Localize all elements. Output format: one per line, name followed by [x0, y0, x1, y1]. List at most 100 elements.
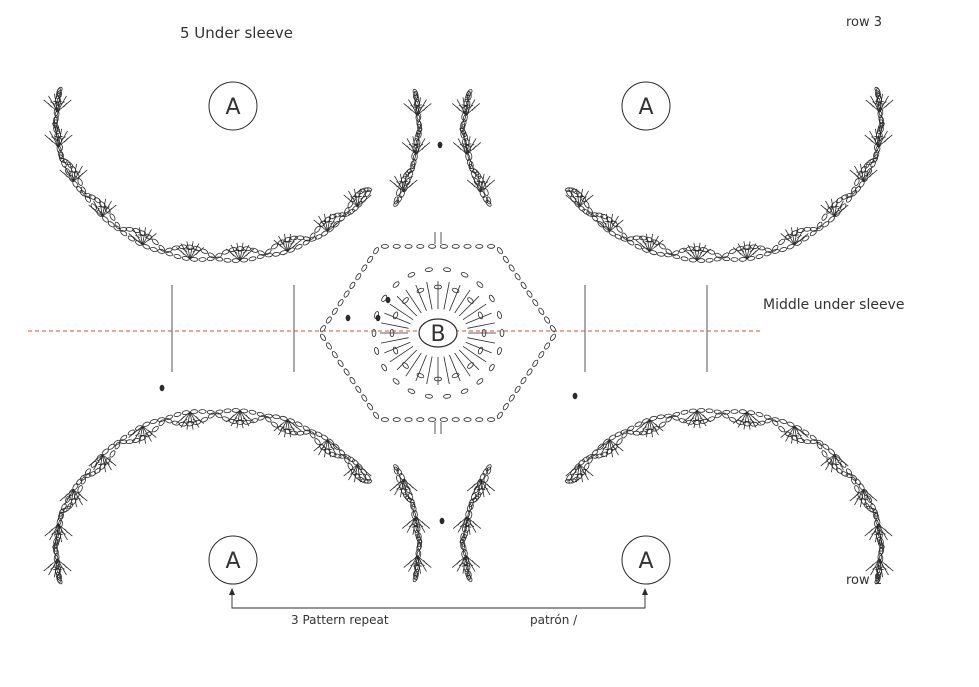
chain-stitch: [616, 225, 623, 233]
chain-stitch: [271, 243, 279, 250]
treble-tick: [320, 446, 325, 450]
chain-stitch: [157, 417, 166, 422]
chain-stitch: [583, 463, 590, 471]
treble-tick: [57, 135, 63, 138]
chain-stitch: [364, 478, 373, 484]
treble-stitch: [142, 227, 146, 246]
treble-tick: [326, 220, 332, 223]
treble-tick: [416, 104, 422, 107]
treble-stitch: [834, 454, 838, 473]
chain-stitch: [240, 257, 249, 263]
chain-stitch: [364, 474, 371, 482]
treble-tick: [599, 443, 604, 449]
chain-stitch: [828, 448, 835, 455]
chain-stitch: [786, 244, 795, 250]
chain-stitch: [816, 441, 823, 450]
treble-tick: [407, 106, 412, 111]
treble-stitch: [58, 524, 62, 543]
treble-tick: [868, 137, 873, 143]
chain-stitch: [402, 492, 409, 500]
chain-stitch: [223, 408, 232, 414]
treble-tick: [869, 102, 874, 108]
treble-tick: [56, 568, 62, 571]
treble-tick: [407, 560, 412, 565]
treble-stitch: [693, 410, 698, 429]
treble-stitch: [133, 425, 143, 442]
chain-stitch: [56, 575, 62, 583]
chain-stitch: [215, 409, 224, 415]
treble-stitch: [879, 93, 883, 112]
treble-tick: [330, 446, 335, 450]
chain-stitch: [349, 281, 356, 289]
treble-tick: [862, 498, 868, 501]
treble-stitch: [466, 516, 477, 533]
treble-tick: [486, 182, 491, 188]
chain-stitch: [84, 468, 91, 476]
chain-stitch: [564, 478, 573, 484]
treble-tick: [141, 234, 147, 237]
treble-tick: [72, 170, 78, 173]
treble-tick: [48, 528, 53, 534]
treble-tick: [869, 563, 874, 569]
chain-stitch: [502, 403, 509, 411]
chain-stitch: [614, 431, 623, 438]
row-bottom-label: row 1: [846, 573, 883, 588]
treble-stitch: [831, 454, 835, 473]
treble-tick: [602, 221, 607, 225]
chain-stitch: [355, 385, 362, 393]
chain-stitch: [59, 157, 68, 163]
chain-stitch: [337, 299, 344, 307]
treble-tick: [471, 560, 476, 565]
round-chain: [381, 364, 388, 372]
radial-stitch: [449, 355, 461, 382]
chain-stitch: [57, 150, 63, 159]
treble-stitch: [327, 439, 331, 458]
chain-stitch: [296, 430, 305, 436]
chain-stitch: [319, 325, 326, 333]
treble-tick: [739, 248, 745, 253]
treble-stitch: [278, 419, 288, 436]
chain-stitch: [870, 160, 876, 168]
chain-stitch: [863, 161, 870, 169]
treble-tick: [356, 195, 362, 198]
round-chain: [451, 287, 460, 294]
round-chain: [476, 281, 484, 288]
chain-stitch: [309, 236, 317, 242]
chain-stitch: [786, 421, 795, 427]
chain-stitch: [482, 195, 489, 203]
treble-tick: [856, 496, 861, 500]
repeat-arrow-left: [229, 588, 235, 595]
chain-stitch: [809, 227, 818, 232]
treble-tick: [66, 496, 71, 500]
chain-stitch: [840, 471, 849, 477]
treble-tick: [360, 471, 365, 475]
chain-stitch: [634, 421, 643, 428]
treble-tick: [396, 181, 401, 185]
chain-stitch: [854, 178, 860, 186]
treble-tick: [277, 423, 282, 429]
treble-stitch: [879, 559, 889, 576]
treble-tick: [833, 463, 839, 466]
chain-stitch: [680, 256, 689, 262]
treble-tick: [471, 106, 476, 111]
treble-tick: [473, 486, 479, 490]
treble-stitch: [284, 233, 288, 252]
round-chain: [488, 364, 495, 372]
treble-stitch: [357, 188, 361, 207]
chain-stitch: [870, 503, 876, 511]
chain-stitch: [475, 244, 484, 249]
treble-tick: [784, 236, 789, 241]
treble-tick: [63, 563, 68, 569]
chain-stitch: [413, 92, 418, 101]
treble-tick: [66, 171, 71, 175]
radial-stitch: [381, 337, 409, 344]
treble-tick: [50, 566, 55, 570]
treble-tick: [884, 137, 889, 143]
chain-stitch: [272, 251, 281, 257]
treble-stitch: [876, 93, 880, 112]
treble-tick: [608, 220, 614, 223]
treble-tick: [578, 195, 584, 198]
treble-tick: [468, 104, 474, 109]
treble-stitch: [58, 130, 68, 147]
treble-stitch: [55, 524, 59, 543]
